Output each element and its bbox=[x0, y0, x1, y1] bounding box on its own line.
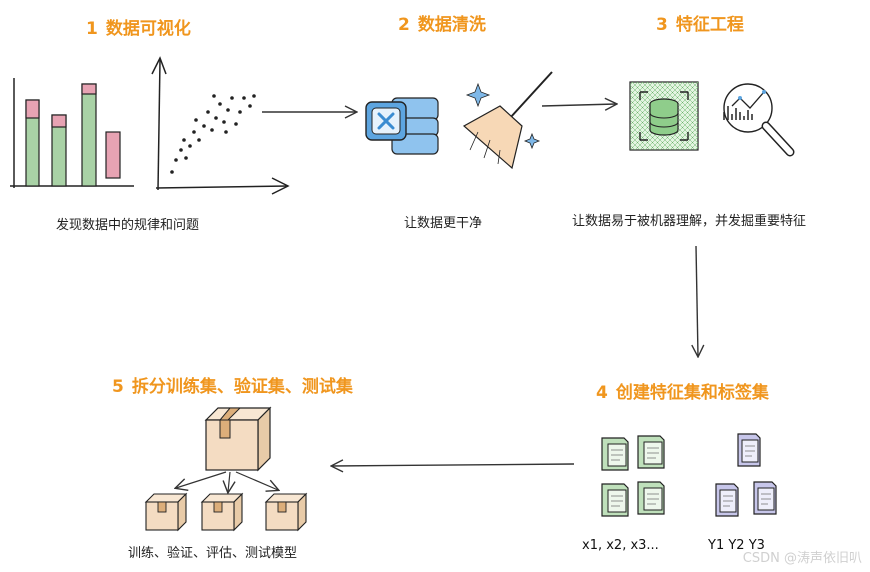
step-1-title: 1 数据可视化 bbox=[86, 14, 191, 39]
step-5-title: 5 拆分训练集、验证集、测试集 bbox=[112, 372, 353, 397]
watermark: CSDN @涛声依旧叭 bbox=[742, 551, 862, 566]
step-4-title: 4 创建特征集和标签集 bbox=[596, 378, 769, 403]
arrow-4-to-5 bbox=[332, 464, 575, 466]
documents-icon bbox=[601, 435, 665, 517]
step-3-title: 3 特征工程 bbox=[656, 10, 744, 35]
step-1-number: 1 bbox=[86, 19, 98, 39]
step-2-title: 2 数据清洗 bbox=[398, 10, 486, 35]
feature-set-label: x1, x2, x3... bbox=[582, 538, 659, 553]
step-4-title-text: 创建特征集和标签集 bbox=[615, 383, 769, 403]
magnify-chart-icon bbox=[723, 83, 795, 157]
step-5-number: 5 bbox=[112, 377, 124, 397]
scatter-plot-icon bbox=[151, 56, 290, 195]
step-1-desc: 发现数据中的规律和问题 bbox=[56, 218, 200, 233]
bar-chart-icon bbox=[10, 78, 134, 188]
step-1-title-text: 数据可视化 bbox=[105, 19, 191, 39]
broom-icon bbox=[462, 71, 553, 170]
database-feature-icon bbox=[629, 81, 699, 151]
step-5-title-text: 拆分训练集、验证集、测试集 bbox=[131, 377, 353, 397]
arrow-2-to-3 bbox=[541, 104, 616, 106]
label-documents-icon bbox=[715, 433, 777, 517]
step-5-desc: 训练、验证、评估、测试模型 bbox=[128, 546, 298, 561]
step-2-desc: 让数据更干净 bbox=[404, 216, 483, 231]
box-icon bbox=[144, 406, 308, 532]
step-3-title-text: 特征工程 bbox=[675, 15, 744, 35]
step-2-number: 2 bbox=[398, 15, 410, 35]
step-3-desc: 让数据易于被机器理解，并发掘重要特征 bbox=[572, 214, 807, 229]
step-2-title-text: 数据清洗 bbox=[417, 15, 486, 35]
database-delete-icon bbox=[365, 97, 439, 155]
label-set-label: Y1 Y2 Y3 bbox=[708, 538, 765, 553]
arrow-3-to-4 bbox=[696, 245, 698, 356]
step-4-number: 4 bbox=[596, 383, 608, 403]
step-3-number: 3 bbox=[656, 15, 668, 35]
